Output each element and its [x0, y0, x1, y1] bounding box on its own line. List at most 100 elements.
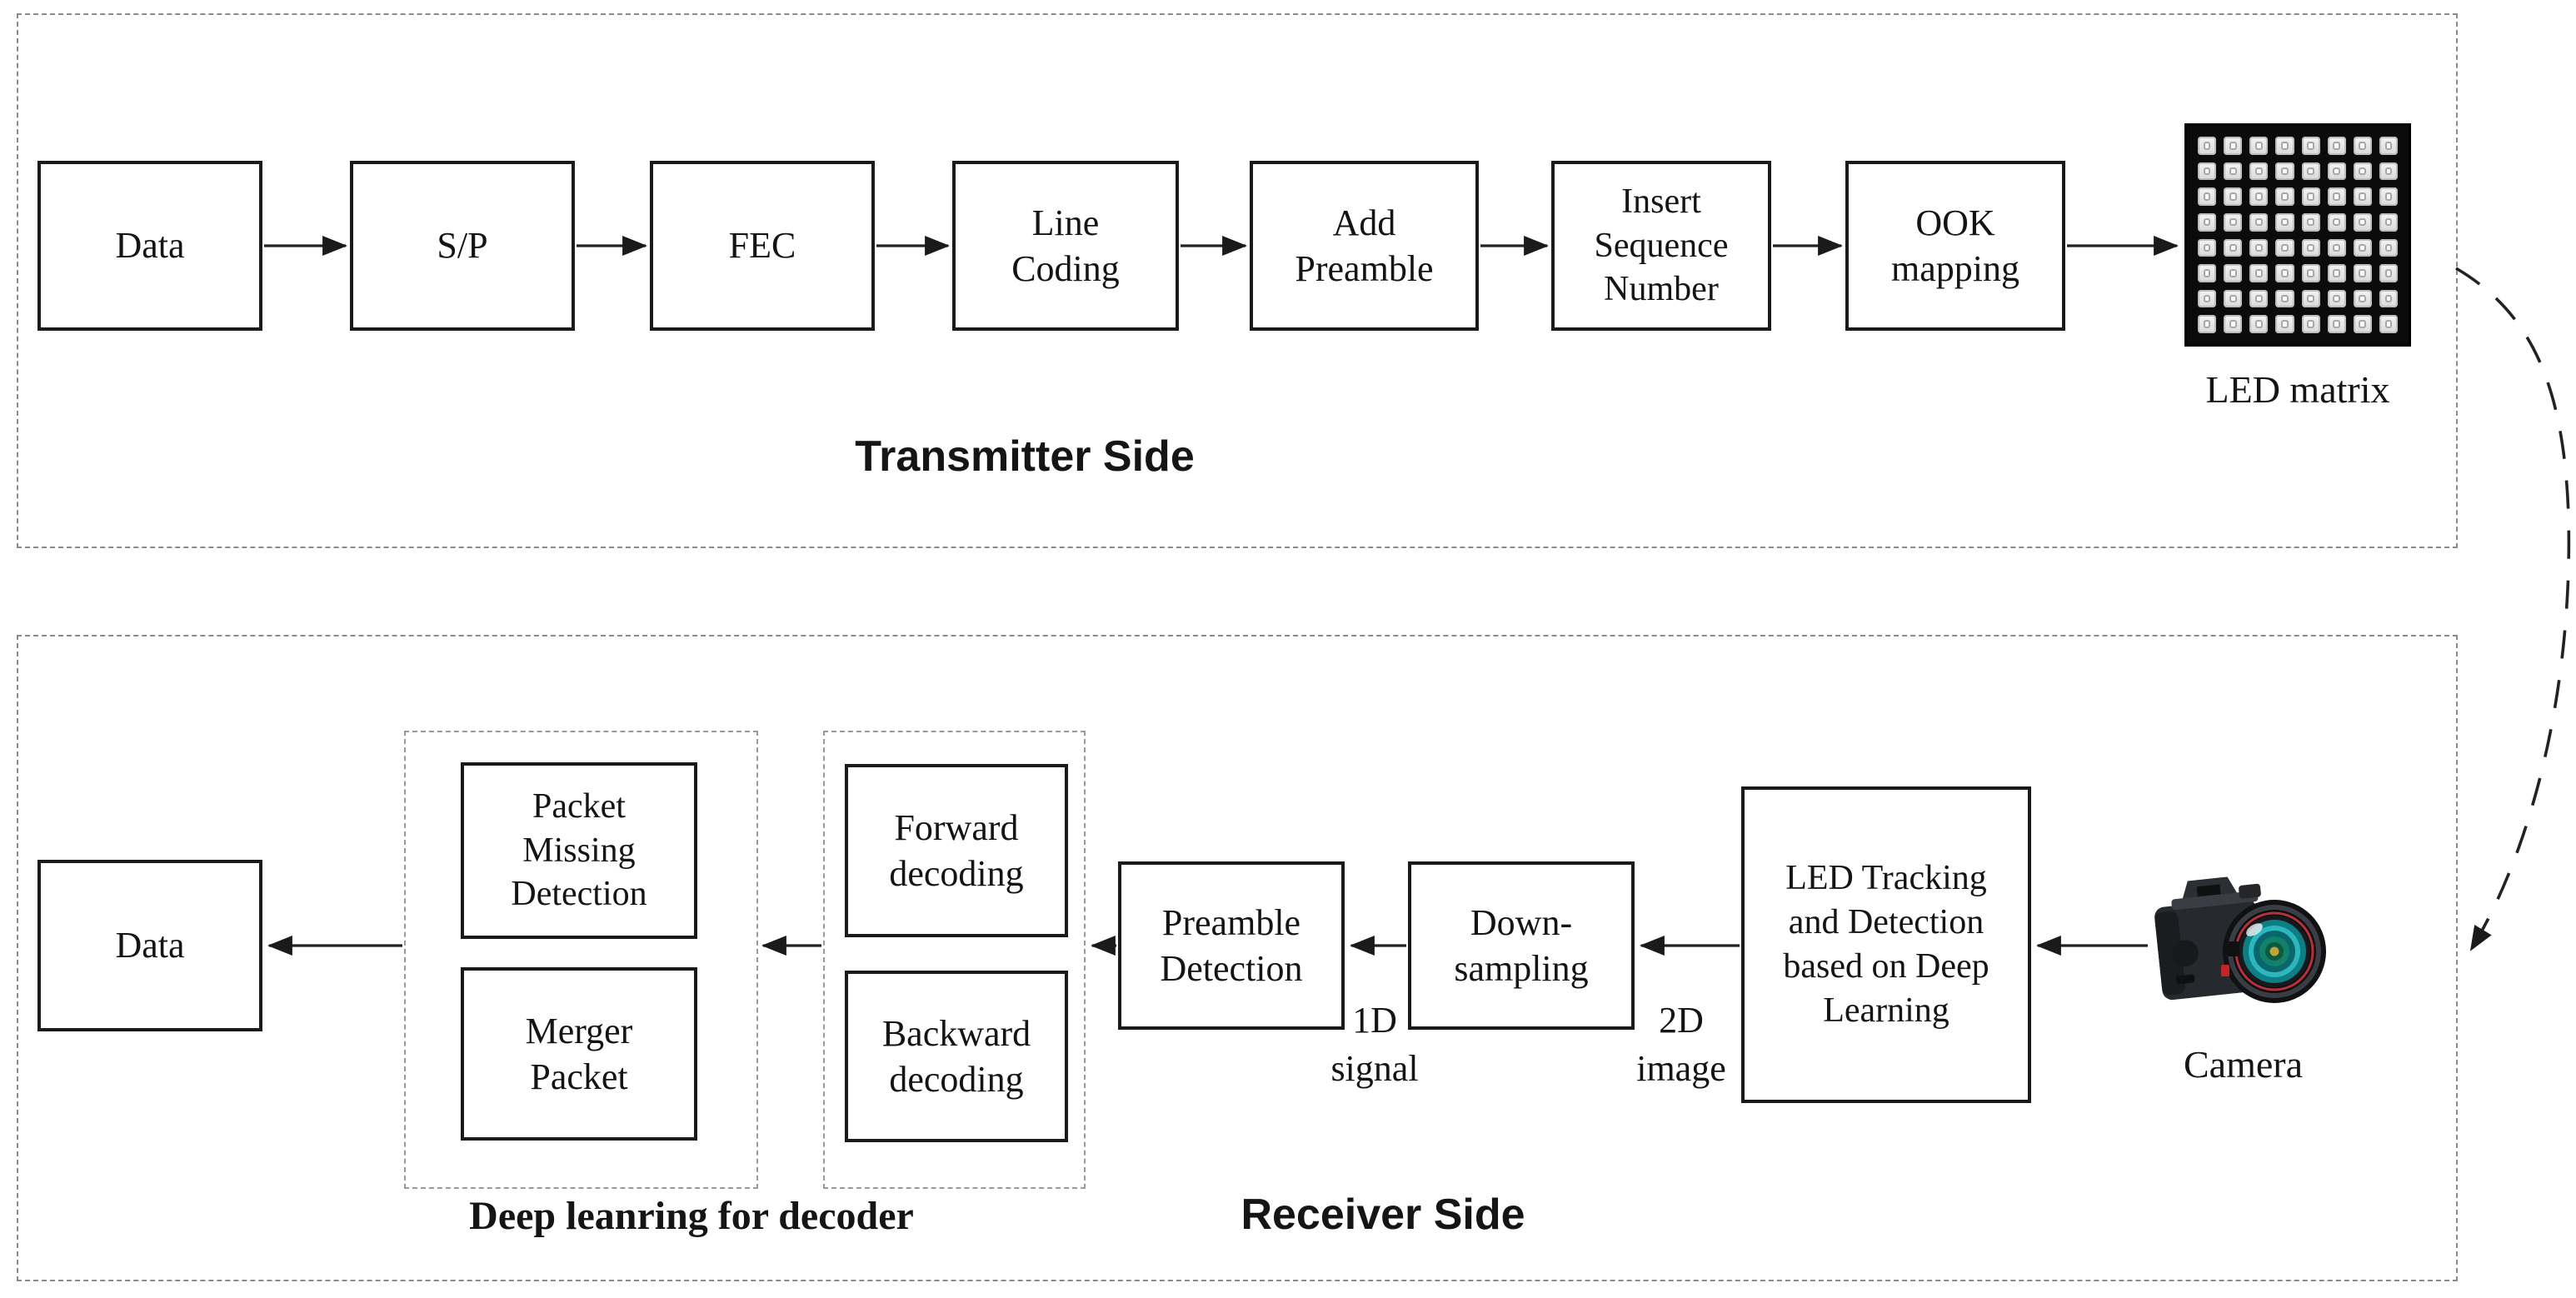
led-cell [2353, 137, 2372, 155]
rx-block-forward-decoding: Forward decoding [845, 764, 1068, 937]
led-cell [2224, 187, 2243, 206]
rx-block-downsampling: Down- sampling [1408, 861, 1635, 1030]
transmitter-section-label: Transmitter Side [855, 432, 1195, 481]
tx-block-sp-label: S/P [437, 225, 488, 267]
led-cell [2198, 162, 2217, 181]
led-cell [2275, 212, 2294, 232]
decoder-group-label: Deep leanring for decoder [469, 1194, 914, 1238]
camera-label: Camera [2183, 1043, 2304, 1086]
led-cell [2353, 315, 2372, 333]
tx-block-ook-mapping: OOK mapping [1845, 161, 2065, 331]
tx-block-add-preamble: Add Preamble [1250, 161, 1479, 331]
camera-svg [2154, 876, 2326, 1003]
tx-block-insert-sequence-number-label: Insert Sequence Number [1594, 182, 1729, 309]
led-cell [2249, 187, 2269, 206]
led-cell [2198, 238, 2217, 257]
annotation-2d-image: 2D image [1636, 1000, 1726, 1090]
led-cell [2249, 137, 2269, 155]
led-cell [2379, 289, 2398, 308]
led-cell [2327, 212, 2346, 232]
led-matrix-grid [2198, 137, 2398, 333]
led-cell [2249, 289, 2269, 308]
led-cell [2379, 187, 2398, 206]
led-cell [2353, 212, 2372, 232]
rx-block-packet-missing-detection: Packet Missing Detection [461, 762, 697, 939]
led-cell [2379, 264, 2398, 282]
optical-channel-dashed-arrow [2455, 267, 2571, 951]
led-cell [2275, 238, 2294, 257]
rx-block-data: Data [37, 860, 262, 1031]
led-cell [2224, 162, 2243, 181]
led-cell [2198, 137, 2217, 155]
rx-block-preamble-detection: Preamble Detection [1118, 861, 1345, 1030]
led-cell [2353, 238, 2372, 257]
tx-block-fec: FEC [650, 161, 875, 331]
camera-image [2151, 865, 2333, 1023]
camera-lens-glint [2269, 946, 2279, 956]
camera-red-stripe [2221, 965, 2229, 976]
led-cell [2301, 162, 2320, 181]
camera-lens-switch [2228, 941, 2239, 956]
led-cell [2327, 238, 2346, 257]
led-cell [2353, 264, 2372, 282]
led-cell [2224, 315, 2243, 333]
tx-block-line-coding-label: Line Coding [1011, 202, 1120, 289]
tx-block-fec-label: FEC [728, 225, 796, 267]
decoder-group-box-packet: Packet Missing Detection Merger Packet [404, 731, 758, 1189]
rx-block-backward-decoding-label: Backward decoding [881, 1012, 1031, 1100]
transmitter-section [17, 13, 2458, 548]
led-cell [2327, 315, 2346, 333]
rx-block-forward-decoding-label: Forward decoding [889, 806, 1024, 894]
receiver-section [17, 635, 2458, 1281]
led-cell [2249, 315, 2269, 333]
led-cell [2249, 238, 2269, 257]
led-cell [2301, 289, 2320, 308]
led-matrix-label: LED matrix [2205, 368, 2390, 411]
tx-block-data: Data [37, 161, 262, 331]
led-cell [2224, 264, 2243, 282]
rx-block-led-tracking: LED Tracking and Detection based on Deep… [1741, 786, 2031, 1103]
led-cell [2327, 137, 2346, 155]
led-cell [2301, 264, 2320, 282]
led-cell [2379, 238, 2398, 257]
led-cell [2275, 289, 2294, 308]
led-cell [2224, 289, 2243, 308]
camera-lens [2221, 900, 2326, 1003]
rx-block-merger-packet-label: Merger Packet [525, 1010, 633, 1097]
tx-block-data-label: Data [115, 225, 185, 267]
decoder-group-box-decoding: Forward decoding Backward decoding [823, 731, 1086, 1189]
tx-block-sp: S/P [350, 161, 575, 331]
led-cell [2379, 162, 2398, 181]
led-cell [2353, 162, 2372, 181]
rx-block-downsampling-label: Down- sampling [1454, 901, 1589, 989]
led-cell [2198, 315, 2217, 333]
led-cell [2301, 137, 2320, 155]
led-cell [2301, 315, 2320, 333]
led-cell [2327, 264, 2346, 282]
led-cell [2275, 137, 2294, 155]
led-cell [2275, 187, 2294, 206]
led-cell [2327, 289, 2346, 308]
receiver-section-label: Receiver Side [1241, 1191, 1525, 1239]
tx-block-line-coding: Line Coding [952, 161, 1179, 331]
tx-block-add-preamble-label: Add Preamble [1295, 202, 1434, 289]
rx-block-merger-packet: Merger Packet [461, 967, 697, 1141]
rx-block-data-label: Data [115, 925, 185, 966]
led-cell [2198, 187, 2217, 206]
led-cell [2353, 187, 2372, 206]
led-cell [2379, 315, 2398, 333]
led-cell [2224, 137, 2243, 155]
led-cell [2275, 162, 2294, 181]
led-cell [2249, 264, 2269, 282]
annotation-1d-signal: 1D signal [1330, 1000, 1419, 1090]
rx-block-packet-missing-detection-label: Packet Missing Detection [511, 786, 647, 914]
led-cell [2379, 137, 2398, 155]
led-cell [2224, 212, 2243, 232]
rx-block-preamble-detection-label: Preamble Detection [1160, 901, 1303, 989]
led-cell [2301, 238, 2320, 257]
led-matrix-image [2184, 123, 2411, 347]
led-cell [2224, 238, 2243, 257]
rx-block-backward-decoding: Backward decoding [845, 971, 1068, 1142]
led-cell [2198, 264, 2217, 282]
